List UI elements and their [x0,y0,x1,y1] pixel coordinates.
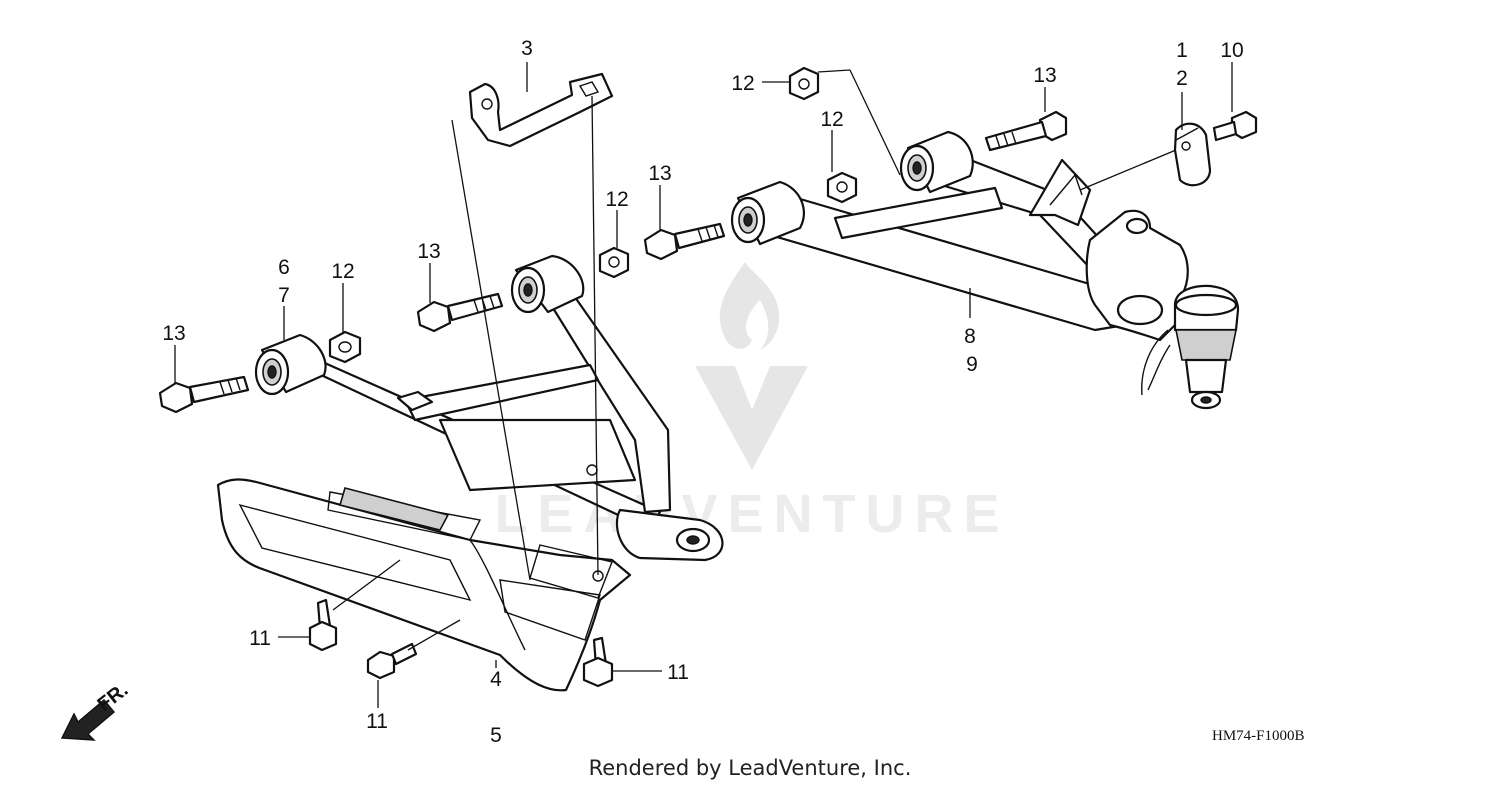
callout-12-mid: 12 [820,108,843,131]
bolt-10 [1212,110,1258,142]
nut-12-top [788,66,820,101]
nut-12-left [328,330,362,364]
arrow-down-left-icon [60,699,115,741]
callout-labels: 1 2 3 4 5 6 7 8 9 10 11 11 11 12 12 12 1… [162,37,1243,747]
clamp-1-2 [1173,122,1212,187]
leader-lines [174,62,1233,708]
upper-arm [730,130,1240,410]
callout-12-top: 12 [731,72,754,95]
callout-1: 1 [1176,39,1188,62]
callout-11-left: 11 [249,627,271,650]
nut-12-mid [826,171,858,204]
callout-11-center: 11 [366,710,388,733]
bolt-13-left [158,375,250,414]
callout-12-left: 12 [331,260,354,283]
lower-arm [254,254,724,562]
callout-8: 8 [964,325,976,348]
screw-11-right [582,636,614,688]
callout-13-left: 13 [162,322,185,345]
callout-13-upper: 13 [648,162,671,185]
diagram-code: HM74-F1000B [1212,728,1305,744]
screw-11-left [308,598,338,652]
credit-text: Rendered by LeadVenture, Inc. [589,756,912,780]
callout-10: 10 [1220,39,1243,62]
bolt-13-center [416,292,504,333]
callout-11-right: 11 [667,661,689,684]
bolt-13-right [984,110,1068,152]
callout-9: 9 [966,353,978,376]
bracket-3 [468,72,614,148]
flame-v-logo-icon [695,262,808,470]
skid-guard [216,478,632,692]
callout-3: 3 [521,37,533,60]
callout-5: 5 [490,724,502,747]
bolt-13-upper [643,222,726,261]
callout-4: 4 [490,668,502,691]
callout-12-center: 12 [605,188,628,211]
front-direction-indicator: FR. [60,679,132,741]
callout-2: 2 [1176,67,1188,90]
callout-13-center: 13 [417,240,440,263]
callout-6: 6 [278,256,290,279]
nut-12-center [598,246,630,279]
callout-7: 7 [278,284,290,307]
callout-13-right: 13 [1033,64,1056,87]
